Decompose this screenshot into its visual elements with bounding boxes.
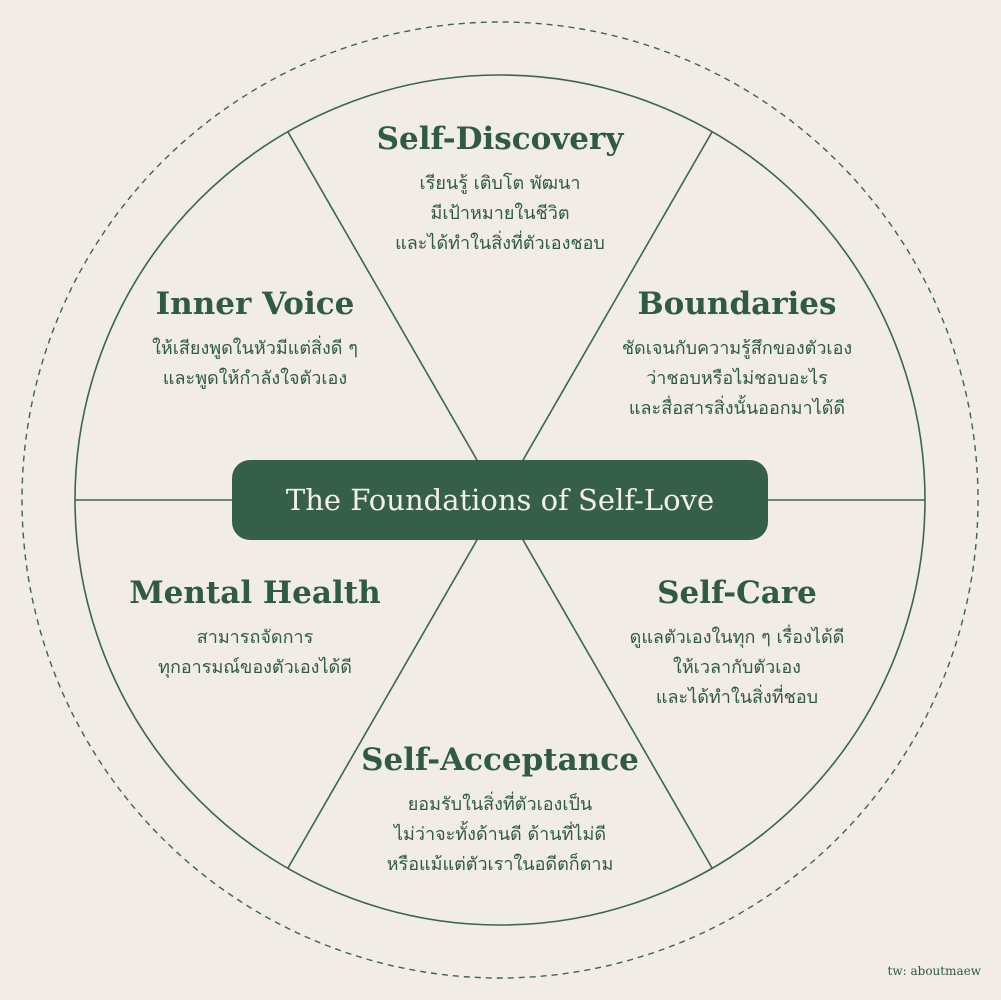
credit-text: tw: aboutmaew: [887, 964, 981, 978]
segment-text-line: ยอมรับในสิ่งที่ตัวเองเป็น: [407, 794, 593, 815]
segment-text-line: มีเป้าหมายในชีวิต: [430, 203, 570, 224]
outer-dashed-ring: [21, 21, 979, 979]
segment-text-line: หรือแม้แต่ตัวเราในอดีตก็ตาม: [386, 854, 614, 875]
segment-text-line: ดูแลตัวเองในทุก ๆ เรื่องได้ดี: [629, 627, 845, 648]
segment-title: Mental Health: [129, 575, 381, 611]
segment-text-line: ชัดเจนกับความรู้สึกของตัวเอง: [621, 338, 853, 359]
segment-self-discovery: Self-Discovery เรียนรู้ เติบโต พัฒนา มีเ…: [330, 121, 670, 259]
segment-text-line: ว่าชอบหรือไม่ชอบอะไร: [646, 368, 828, 389]
center-title: The Foundations of Self-Love: [285, 483, 715, 517]
segment-title: Self-Discovery: [376, 121, 624, 157]
segment-text-line: และพูดให้กำลังใจตัวเอง: [162, 368, 348, 389]
segment-text-line: สามารถจัดการ: [196, 627, 314, 648]
segment-text-line: และได้ทำในสิ่งที่ชอบ: [655, 687, 819, 708]
segment-text-line: ไม่ว่าจะทั้งด้านดี ด้านที่ไม่ดี: [393, 824, 607, 845]
segment-text-line: ทุกอารมณ์ของตัวเองได้ดี: [158, 657, 352, 678]
segment-title: Self-Care: [657, 575, 817, 611]
segment-text-line: เรียนรู้ เติบโต พัฒนา: [419, 173, 581, 194]
segment-text-line: และได้ทำในสิ่งที่ตัวเองชอบ: [395, 233, 605, 254]
segment-mental-health: Mental Health สามารถจัดการ ทุกอารมณ์ของต…: [85, 575, 425, 683]
segment-inner-voice: Inner Voice ให้เสียงพูดในหัวมีแต่สิ่งดี …: [85, 286, 425, 394]
segment-self-care: Self-Care ดูแลตัวเองในทุก ๆ เรื่องได้ดี …: [567, 575, 907, 713]
segment-text-line: ให้เสียงพูดในหัวมีแต่สิ่งดี ๆ: [152, 338, 358, 359]
segment-boundaries: Boundaries ชัดเจนกับความรู้สึกของตัวเอง …: [567, 286, 907, 424]
segment-self-acceptance: Self-Acceptance ยอมรับในสิ่งที่ตัวเองเป็…: [330, 742, 670, 880]
segment-text-line: ให้เวลากับตัวเอง: [673, 657, 801, 678]
center-title-pill: The Foundations of Self-Love: [232, 460, 768, 540]
segment-title: Inner Voice: [155, 286, 355, 322]
segment-title: Boundaries: [637, 286, 837, 322]
segment-text-line: และสื่อสารสิ่งนั้นออกมาได้ดี: [628, 398, 846, 419]
segment-title: Self-Acceptance: [361, 742, 639, 778]
